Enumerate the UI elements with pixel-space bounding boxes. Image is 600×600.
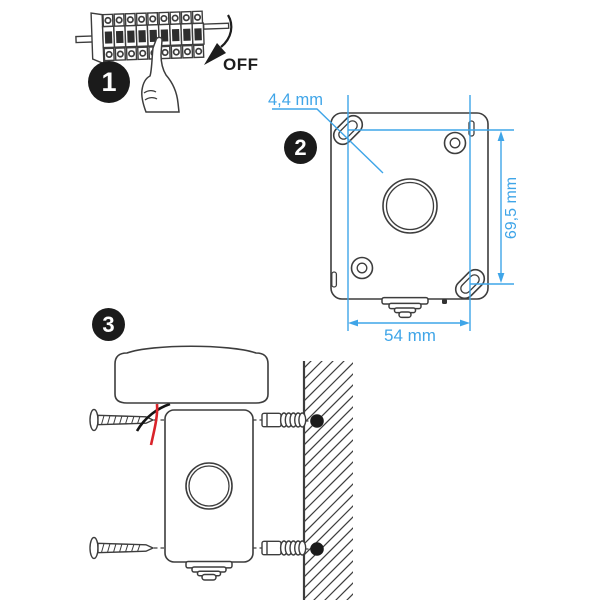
cable-gland bbox=[381, 296, 429, 319]
dimension-lines bbox=[272, 95, 514, 331]
screw-hole-bottom-left bbox=[350, 256, 374, 280]
wires bbox=[135, 402, 171, 446]
speaker-opening bbox=[382, 178, 438, 234]
height-dimension-label: 69,5 mm bbox=[503, 176, 520, 240]
step-2-badge: 2 bbox=[284, 131, 317, 164]
base-box-speaker-opening bbox=[185, 462, 233, 510]
siren-cover-outline bbox=[114, 345, 269, 404]
bottom-clip-detail bbox=[442, 299, 447, 304]
drill-hole-bottom bbox=[310, 542, 324, 556]
wall-anchor-top-icon bbox=[261, 412, 307, 428]
wall-hatching bbox=[302, 361, 353, 600]
mounting-plate-diagram bbox=[330, 112, 489, 319]
off-arrow-icon bbox=[204, 14, 233, 65]
step-1-badge: 1 bbox=[88, 61, 130, 103]
hand-pointing-icon bbox=[141, 36, 180, 113]
edge-slot-left bbox=[331, 271, 338, 288]
width-dimension-label: 54 mm bbox=[384, 326, 436, 345]
step-3-badge: 3 bbox=[92, 308, 125, 341]
screw-top-icon bbox=[89, 408, 155, 432]
wall-anchor-bottom-icon bbox=[261, 540, 307, 556]
wall-mounting-diagram bbox=[89, 345, 353, 600]
screw-bottom-icon bbox=[89, 536, 155, 560]
slot-width-leader-line bbox=[272, 108, 384, 174]
wire-black bbox=[135, 402, 171, 432]
width-dimension-line bbox=[348, 319, 470, 327]
wire-red bbox=[149, 403, 159, 446]
circuit-breaker-panel-illustration bbox=[75, 10, 230, 65]
drill-hole-top bbox=[310, 414, 324, 428]
slot-width-dimension-label: 4,4 mm bbox=[268, 91, 324, 109]
off-label: OFF bbox=[223, 55, 259, 74]
breaker-row bbox=[101, 10, 205, 62]
base-cable-gland bbox=[185, 560, 233, 581]
screw-hole-top-right bbox=[443, 131, 467, 155]
height-dimension-line bbox=[497, 131, 505, 283]
